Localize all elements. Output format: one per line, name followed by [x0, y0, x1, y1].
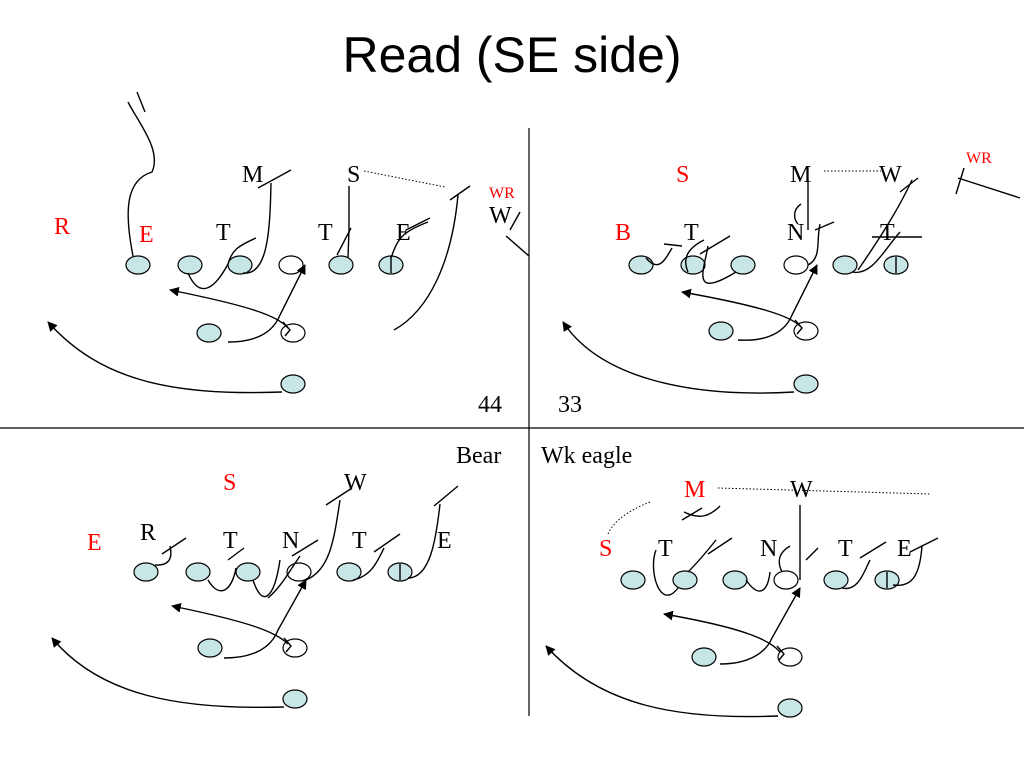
- front-label: Wk eagle: [541, 443, 632, 469]
- player-tb: [793, 374, 819, 394]
- def-label: W: [489, 203, 512, 229]
- player-tb: [280, 374, 306, 394]
- routes: [562, 167, 1021, 394]
- def-label: S: [599, 536, 612, 562]
- page-title: Read (SE side): [342, 27, 682, 83]
- player-qb: [280, 323, 306, 343]
- def-label: T: [684, 220, 699, 246]
- def-label: E: [437, 528, 452, 554]
- def-label: W: [879, 162, 902, 188]
- offense-players: [125, 255, 404, 394]
- def-label: R: [54, 214, 70, 240]
- player-rg: [328, 255, 354, 275]
- def-label: S: [223, 470, 236, 496]
- player-qb: [777, 647, 803, 667]
- def-label: S: [347, 162, 360, 188]
- routes: [47, 91, 530, 394]
- player-lg: [227, 255, 253, 275]
- def-label: M: [684, 477, 705, 503]
- player-rg: [336, 562, 362, 582]
- offense-players: [133, 562, 413, 709]
- front-label: Bear: [456, 443, 501, 469]
- player-lg: [730, 255, 756, 275]
- def-label: T: [223, 528, 238, 554]
- player-center: [278, 255, 304, 275]
- def-label: W: [790, 477, 813, 503]
- defense-labels: M S WR W R E T T E: [54, 162, 515, 248]
- def-label: S: [676, 162, 689, 188]
- player-lt: [680, 255, 706, 275]
- defense-labels: S W R E T N T E: [87, 470, 452, 556]
- def-label: T: [216, 220, 231, 246]
- def-label: M: [242, 162, 263, 188]
- player-lt: [185, 562, 211, 582]
- def-label: B: [615, 220, 631, 246]
- def-label: T: [658, 536, 673, 562]
- player-fb: [691, 647, 717, 667]
- defense-labels: S M W WR B T N T: [615, 150, 992, 246]
- player-fb: [708, 321, 734, 341]
- def-label: WR: [489, 185, 515, 202]
- player-center: [286, 562, 312, 582]
- def-label: T: [880, 220, 895, 246]
- player-fb: [196, 323, 222, 343]
- def-label: E: [87, 530, 102, 556]
- def-label: N: [760, 536, 777, 562]
- def-label: W: [344, 470, 367, 496]
- player-center: [783, 255, 809, 275]
- def-label: N: [282, 528, 299, 554]
- player-tb: [777, 698, 803, 718]
- panel-33: S M W WR B T N T 33: [558, 150, 1021, 418]
- player-lg: [235, 562, 261, 582]
- offense-players: [620, 570, 900, 718]
- player-rg: [823, 570, 849, 590]
- player-lt: [672, 570, 698, 590]
- player-center: [773, 570, 799, 590]
- offense-players: [628, 255, 909, 394]
- def-label: E: [396, 220, 411, 246]
- player-se: [620, 570, 646, 590]
- panel-44: M S WR W R E T T E 44: [47, 91, 530, 418]
- def-label: T: [838, 536, 853, 562]
- def-label: E: [897, 536, 912, 562]
- player-se: [628, 255, 654, 275]
- def-label: E: [139, 222, 154, 248]
- defense-labels: M W S T N T E: [599, 477, 912, 562]
- panel-wk-eagle: M W S T N T E Wk eagle: [541, 443, 939, 718]
- player-se: [133, 562, 159, 582]
- def-label: R: [140, 520, 156, 546]
- routes: [51, 485, 459, 709]
- def-label: WR: [966, 150, 992, 167]
- player-tb: [282, 689, 308, 709]
- panel-bear: S W R E T N T E Bear: [51, 443, 501, 709]
- player-se: [125, 255, 151, 275]
- player-rg: [832, 255, 858, 275]
- front-label: 33: [558, 392, 582, 418]
- def-label: T: [318, 220, 333, 246]
- player-lg: [722, 570, 748, 590]
- def-label: M: [790, 162, 811, 188]
- routes: [545, 487, 939, 718]
- def-label: T: [352, 528, 367, 554]
- front-label: 44: [478, 392, 502, 418]
- player-fb: [197, 638, 223, 658]
- player-lt: [177, 255, 203, 275]
- def-label: N: [787, 220, 804, 246]
